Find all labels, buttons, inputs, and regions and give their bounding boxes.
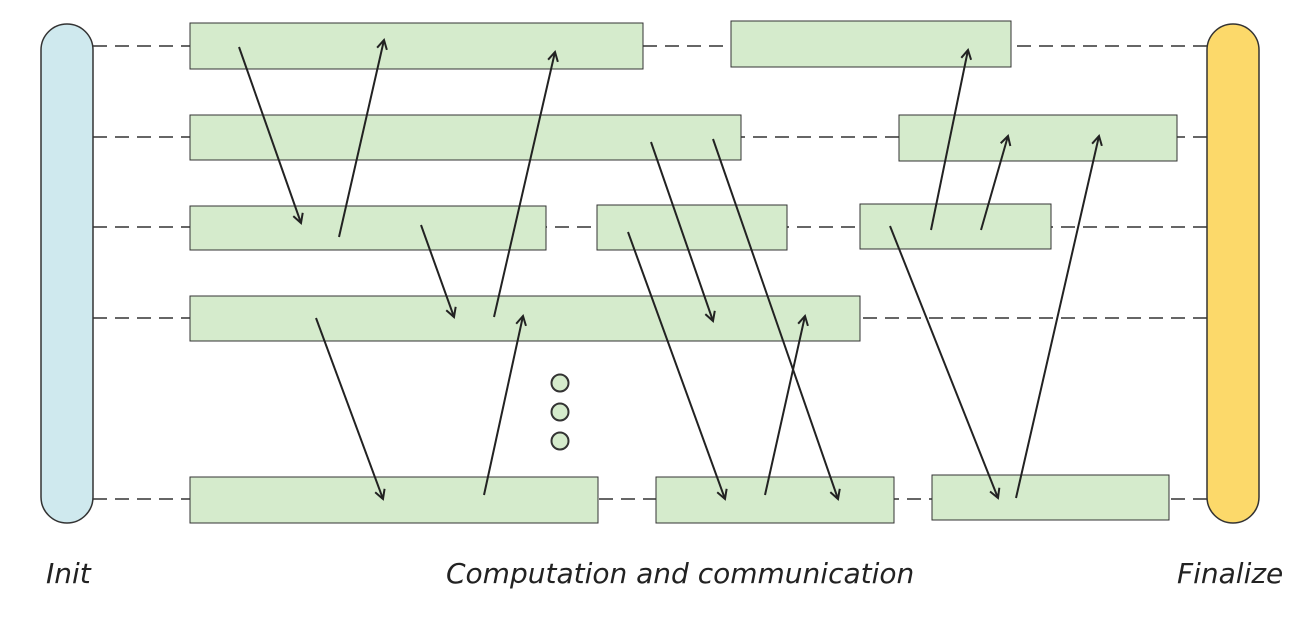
message-arrow — [650, 141, 713, 321]
computation-block — [655, 476, 895, 524]
message-arrow — [338, 40, 384, 238]
message-arrow — [315, 317, 383, 499]
computation-label: Computation and communication — [446, 557, 915, 590]
computation-block — [859, 203, 1052, 250]
computation-block — [596, 204, 788, 251]
message-arrow — [980, 136, 1008, 231]
init-phase-bar — [40, 23, 94, 524]
computation-block — [189, 295, 861, 342]
computation-block — [931, 474, 1170, 521]
message-arrow — [712, 138, 838, 499]
message-arrow — [889, 225, 998, 498]
message-arrow — [627, 231, 725, 499]
ellipsis-dot — [550, 402, 570, 422]
computation-block — [189, 22, 644, 70]
computation-block — [189, 476, 599, 524]
message-arrow — [493, 52, 555, 318]
computation-block — [898, 114, 1178, 162]
message-arrow — [764, 316, 805, 496]
init-label: Init — [46, 557, 91, 590]
computation-block — [189, 114, 742, 161]
vertical-ellipsis — [550, 373, 570, 451]
message-arrow — [930, 50, 968, 231]
message-arrows — [238, 40, 1099, 499]
finalize-label: Finalize — [1177, 557, 1284, 590]
message-arrow — [420, 224, 454, 317]
timeline-lines — [93, 45, 1207, 500]
ellipsis-dot — [550, 431, 570, 451]
computation-blocks — [189, 20, 1178, 524]
finalize-phase-bar — [1206, 23, 1260, 524]
computation-block — [189, 205, 547, 251]
message-arrow — [483, 316, 523, 496]
computation-block — [730, 20, 1012, 68]
ellipsis-dot — [550, 373, 570, 393]
message-arrow — [1015, 136, 1099, 499]
message-arrow — [238, 46, 301, 223]
